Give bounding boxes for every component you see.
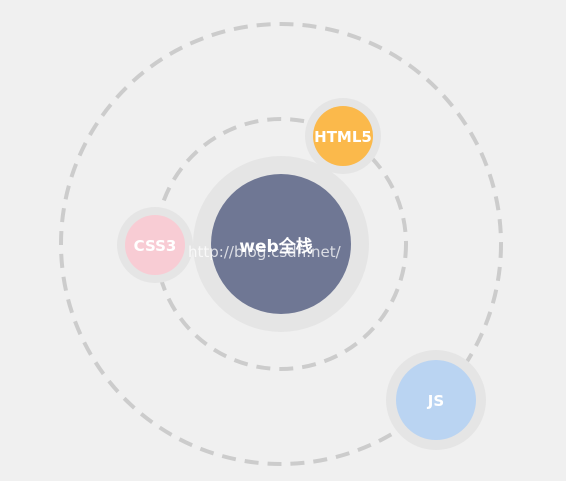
node-css3-label: CSS3: [134, 237, 177, 255]
node-css3-circle: [125, 215, 185, 275]
node-html5-circle: [313, 106, 373, 166]
center-node-label: web全栈: [239, 236, 312, 257]
watermark-text: http://blog.csdn.net/: [188, 243, 342, 261]
outer-orbit: [59, 22, 503, 466]
node-html5: HTML5: [305, 98, 381, 174]
node-css3: CSS3: [117, 207, 193, 283]
center-node-circle: [211, 174, 351, 314]
node-js-label: JS: [427, 392, 444, 410]
center-node: web全栈: [193, 156, 369, 332]
node-js: JS: [386, 350, 486, 450]
node-js-circle: [396, 360, 476, 440]
node-html5-label: HTML5: [314, 128, 372, 146]
